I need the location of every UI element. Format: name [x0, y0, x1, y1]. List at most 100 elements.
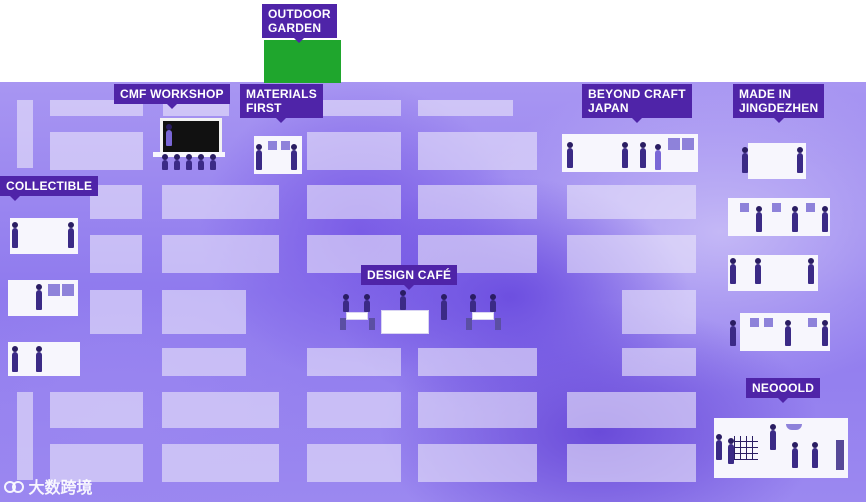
stand-block[interactable]	[162, 348, 246, 376]
display-panel	[668, 138, 680, 150]
visitor-figure	[742, 147, 748, 173]
visitor-figure	[12, 222, 18, 248]
cafe-chair	[466, 318, 472, 330]
stand-block[interactable]	[50, 132, 143, 170]
display-panel	[808, 318, 817, 327]
stand-block[interactable]	[307, 348, 401, 376]
stand-block[interactable]	[162, 392, 279, 428]
visitor-figure	[68, 222, 74, 248]
booth-backdrop	[748, 143, 806, 179]
stand-block[interactable]	[567, 185, 696, 219]
stand-block[interactable]	[162, 235, 279, 273]
watermark: 大数跨境	[4, 474, 92, 498]
visitor-figure	[655, 144, 661, 170]
visitor-figure	[785, 320, 791, 346]
visitor-figure	[490, 294, 496, 312]
stand-block[interactable]	[17, 100, 33, 168]
stand-block[interactable]	[622, 290, 696, 334]
stand-block[interactable]	[321, 100, 401, 116]
visitor-figure	[822, 206, 828, 232]
visitor-figure	[256, 144, 262, 170]
display-panel	[740, 203, 749, 212]
audience-figure	[198, 154, 204, 170]
visitor-figure	[792, 206, 798, 232]
stand-block[interactable]	[17, 392, 33, 480]
zone-label-cmf-workshop[interactable]: CMF WORKSHOP	[114, 84, 230, 109]
stand-block[interactable]	[50, 100, 143, 116]
stand-block[interactable]	[418, 444, 537, 482]
stand-block[interactable]	[50, 444, 143, 482]
visitor-figure	[36, 346, 42, 372]
watermark-text: 大数跨境	[28, 480, 93, 497]
stand-block[interactable]	[418, 132, 537, 170]
audience-figure	[174, 154, 180, 170]
display-panel	[750, 318, 759, 327]
stand-block[interactable]	[418, 392, 537, 428]
zone-label-made-in-jingdezhen[interactable]: MADE IN JINGDEZHEN	[733, 84, 825, 123]
stand-block[interactable]	[567, 392, 696, 428]
display-panel	[682, 138, 694, 150]
booth-backdrop	[10, 218, 78, 254]
cafe-table	[472, 312, 494, 320]
stand-block[interactable]	[163, 100, 229, 116]
display-panel	[764, 318, 773, 327]
zone-label-outdoor-garden[interactable]: OUTDOOR GARDEN	[262, 4, 337, 43]
stand-block[interactable]	[90, 290, 142, 334]
display-panel	[806, 203, 815, 212]
visitor-figure	[730, 320, 736, 346]
stand-block[interactable]	[307, 392, 401, 428]
visitor-figure	[364, 294, 370, 312]
visitor-figure	[36, 284, 42, 310]
visitor-figure	[441, 294, 447, 320]
stand-block[interactable]	[162, 290, 246, 334]
stand-block[interactable]	[418, 348, 537, 376]
barista-figure	[400, 290, 406, 310]
stand-block[interactable]	[162, 444, 279, 482]
visitor-figure	[792, 442, 798, 468]
visitor-figure	[808, 258, 814, 284]
stand-block[interactable]	[162, 185, 279, 219]
booth-backdrop	[728, 255, 818, 291]
visitor-figure	[822, 320, 828, 346]
visitor-figure	[622, 142, 628, 168]
cafe-chair	[369, 318, 375, 330]
visitor-figure	[716, 434, 722, 460]
outdoor-garden-area[interactable]	[264, 40, 341, 83]
zone-label-design-cafe[interactable]: DESIGN CAFÉ	[361, 265, 458, 290]
visitor-figure	[812, 442, 818, 468]
display-panel	[48, 284, 60, 296]
zone-label-collectible[interactable]: COLLECTIBLE	[0, 176, 99, 201]
zone-label-neooold[interactable]: NEOOOLD	[746, 378, 821, 403]
audience-figure	[186, 154, 192, 170]
zone-label-materials-first[interactable]: MATERIALS FIRST	[240, 84, 323, 123]
display-stand	[836, 440, 844, 470]
zone-label-beyond-craft-japan[interactable]: BEYOND CRAFT JAPAN	[582, 84, 692, 123]
stand-block[interactable]	[418, 100, 513, 116]
visitor-figure	[567, 142, 573, 168]
stand-block[interactable]	[567, 235, 696, 273]
visitor-figure	[12, 346, 18, 372]
stand-block[interactable]	[50, 392, 143, 428]
stand-block[interactable]	[307, 185, 401, 219]
visitor-figure	[797, 147, 803, 173]
visitor-figure	[730, 258, 736, 284]
cafe-table	[346, 312, 368, 320]
visitor-figure	[770, 424, 776, 450]
audience-figure	[210, 154, 216, 170]
display-panel	[62, 284, 74, 296]
stand-block[interactable]	[307, 132, 401, 170]
cafe-counter	[381, 310, 429, 334]
visitor-figure	[756, 206, 762, 232]
visitor-figure	[728, 438, 734, 464]
cafe-chair	[340, 318, 346, 330]
cafe-chair	[495, 318, 501, 330]
stand-block[interactable]	[90, 235, 142, 273]
display-panel	[281, 141, 290, 150]
stand-block[interactable]	[622, 348, 696, 376]
stand-block[interactable]	[567, 444, 696, 482]
stand-block[interactable]	[90, 185, 142, 219]
stand-block[interactable]	[307, 444, 401, 482]
stand-block[interactable]	[418, 185, 537, 219]
grid-shelf	[734, 436, 758, 460]
visitor-figure	[755, 258, 761, 284]
